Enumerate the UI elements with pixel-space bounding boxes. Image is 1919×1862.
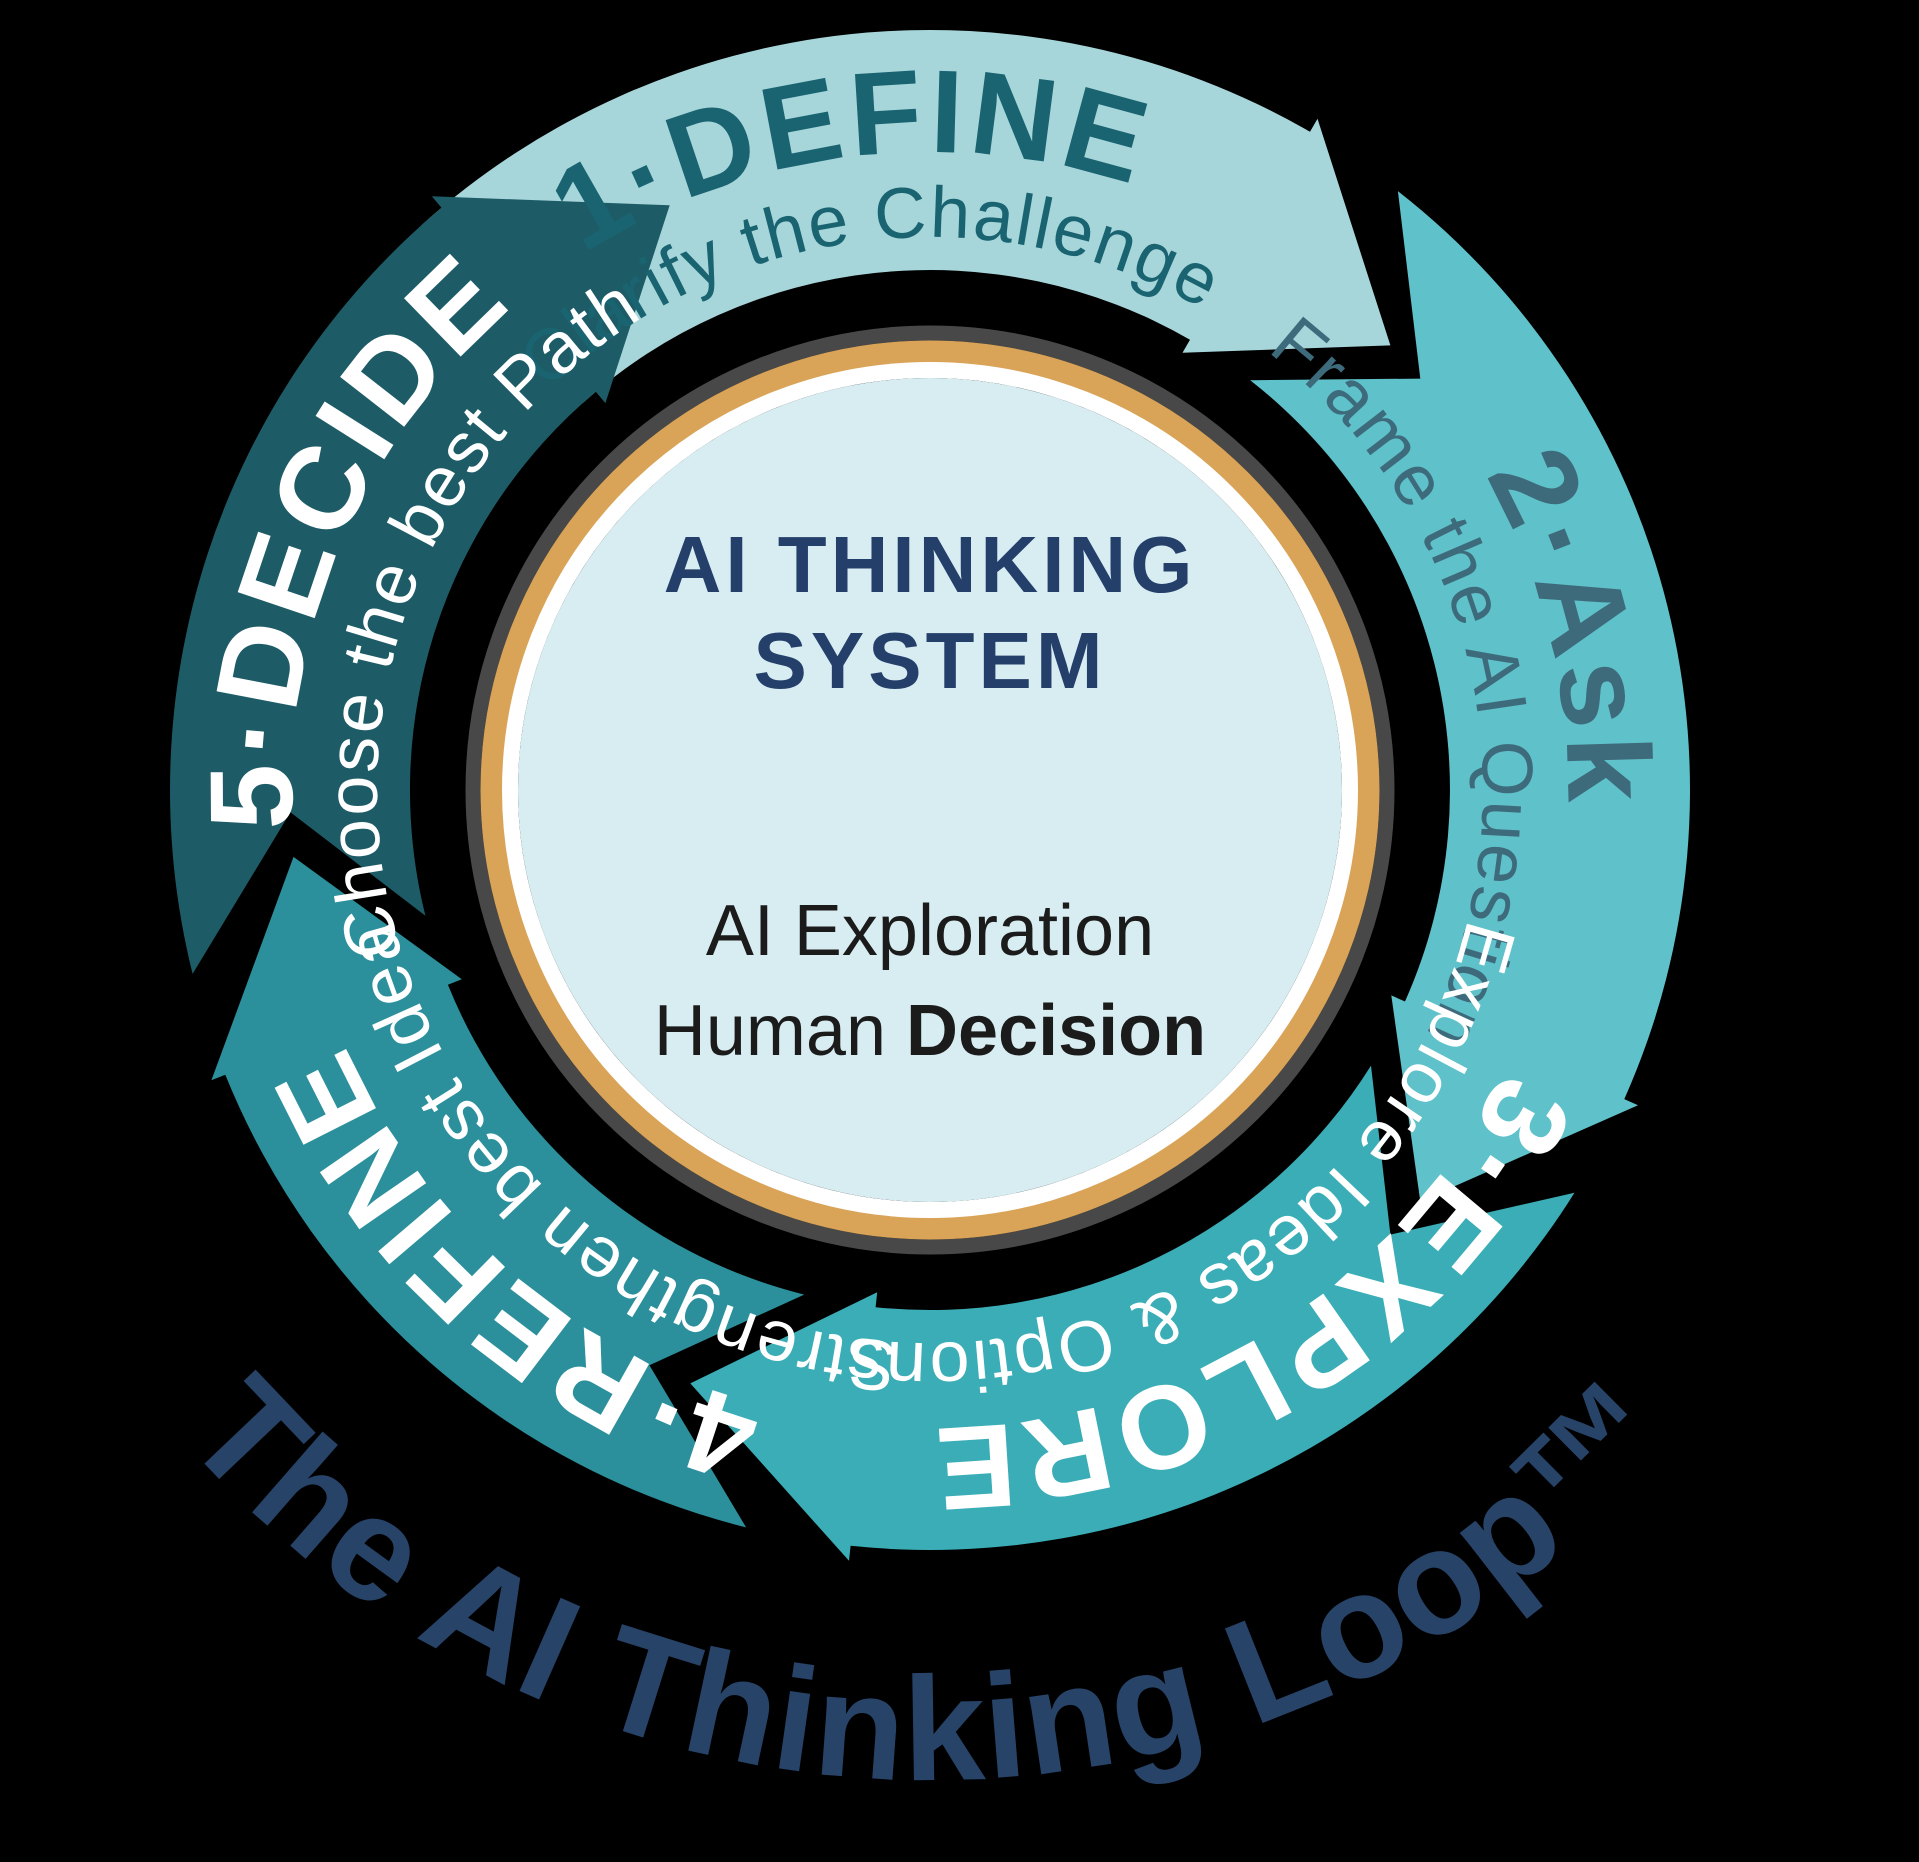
center-ring-gray	[465, 325, 1395, 1255]
arrow-explore	[690, 1065, 1575, 1561]
center-circle-fill	[518, 378, 1342, 1202]
arrow-define	[421, 29, 1391, 404]
center-subtitle-line2: Human Decision	[654, 991, 1206, 1071]
arrow-refine	[211, 856, 805, 1528]
loop-arrows	[170, 29, 1691, 1561]
center-ring-white	[502, 362, 1358, 1218]
arrow-ask	[1250, 191, 1691, 1202]
center-subtitle-human: Human	[654, 991, 906, 1071]
center-subtitle-line1: AI Exploration	[706, 891, 1154, 971]
center-subtitle-decision: Decision	[906, 991, 1206, 1071]
center-ring-gold	[480, 340, 1380, 1240]
center-title-line2: SYSTEM	[754, 616, 1107, 705]
arrow-decide	[170, 196, 670, 974]
center-title-line1: AI THINKING	[664, 520, 1197, 609]
center-circle	[465, 325, 1395, 1255]
